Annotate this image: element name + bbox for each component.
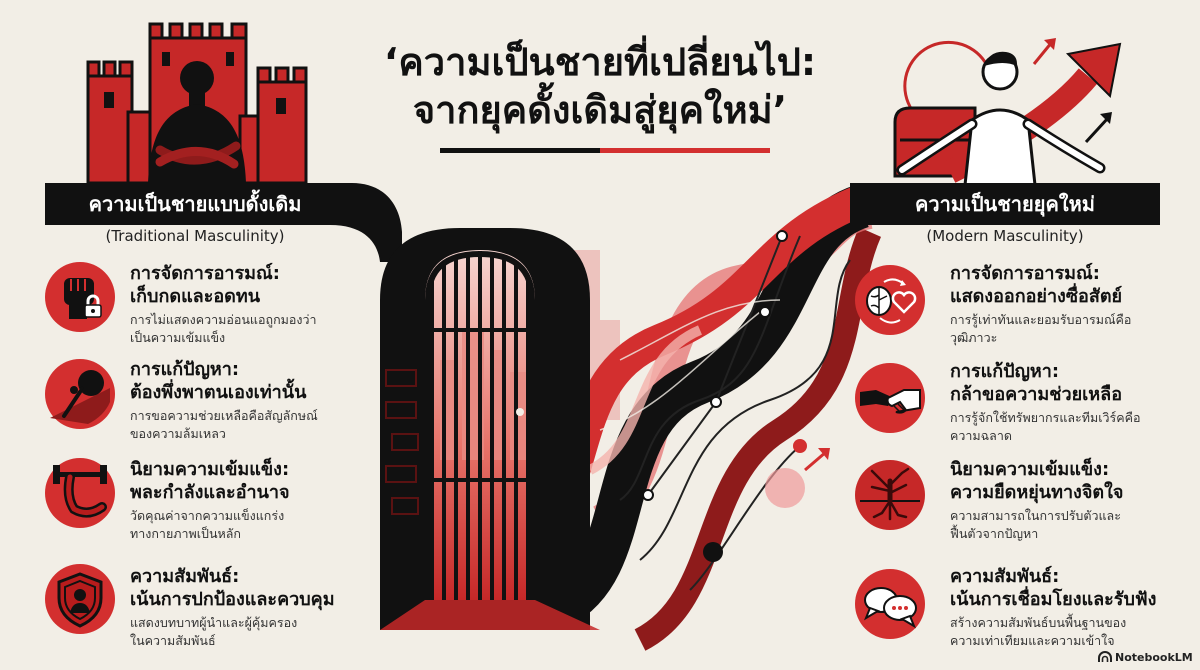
item-description: การขอความช่วยเหลือคือสัญลักษณ์ — [130, 408, 318, 423]
speech-bubbles-icon — [854, 568, 926, 640]
pushing-boulder-icon — [44, 358, 116, 430]
clenched-fist-lock-icon — [44, 261, 116, 333]
item-description: ฟื้นตัวจากปัญหา — [950, 526, 1039, 541]
item-value: เก็บกดและอดทน — [130, 286, 261, 307]
traditional-subheading: (Traditional Masculinity) — [105, 227, 285, 245]
item-label: การจัดการอารมณ์: — [130, 263, 280, 284]
notebooklm-watermark: NotebookLM — [1098, 650, 1193, 666]
item-value: เน้นการเชื่อมโยงและรับฟัง — [950, 589, 1157, 610]
item-description: การรู้จักใช้ทรัพยากรและทีมเวิร์คคือ — [950, 410, 1141, 425]
item-description: ของความล้มเหลว — [130, 426, 226, 441]
item-value: ความยืดหยุ่นทางจิตใจ — [950, 482, 1124, 503]
item-label: ความสัมพันธ์: — [950, 566, 1060, 587]
title-line-1: ‘ความเป็นชายที่เปลี่ยนไป: — [383, 40, 817, 84]
modern-item-problem-solving: การแก้ปัญหา: กล้าขอความช่วยเหลือ การรู้จ… — [950, 360, 1190, 445]
title-underline-black — [440, 148, 600, 153]
castle-man-illustration — [86, 22, 308, 185]
item-description: สร้างความสัมพันธ์บนพื้นฐานของ — [950, 615, 1127, 630]
item-description: แสดงบทบาทผู้นำและผู้คุ้มครอง — [130, 615, 298, 630]
title-underline-red — [600, 148, 770, 153]
open-gate-flowing-ribbons-illustration — [330, 183, 882, 651]
item-label: ความสัมพันธ์: — [130, 566, 240, 587]
modern-item-strength: นิยามความเข้มแข็ง: ความยืดหยุ่นทางจิตใจ … — [950, 458, 1190, 543]
traditional-heading: ความเป็นชายแบบดั้งเดิม — [45, 183, 345, 225]
item-label: นิยามความเข้มแข็ง: — [950, 459, 1110, 480]
title-line-2: จากยุคดั้งเดิมสู่ยุคใหม่’ — [412, 88, 788, 132]
item-label: การแก้ปัญหา: — [950, 361, 1060, 382]
item-description: ความเท่าเทียมและความเข้าใจ — [950, 633, 1115, 648]
watermark-text: NotebookLM — [1115, 651, 1193, 664]
brain-heart-icon — [854, 264, 926, 336]
notebooklm-logo-icon — [1098, 651, 1112, 662]
item-label: การจัดการอารมณ์: — [950, 263, 1100, 284]
item-value: ต้องพึ่งพาตนเองเท่านั้น — [130, 382, 307, 403]
traditional-item-problem-solving: การแก้ปัญหา: ต้องพึ่งพาตนเองเท่านั้น การ… — [130, 358, 370, 443]
page-title: ‘ความเป็นชายที่เปลี่ยนไป: จากยุคดั้งเดิม… — [300, 38, 900, 134]
traditional-item-strength: นิยามความเข้มแข็ง: พละกำลังและอำนาจ วัดค… — [130, 458, 370, 543]
modern-subheading: (Modern Masculinity) — [926, 227, 1084, 245]
tree-roots-icon — [854, 459, 926, 531]
modern-item-relationships: ความสัมพันธ์: เน้นการเชื่อมโยงและรับฟัง … — [950, 565, 1190, 650]
handshake-icon — [854, 362, 926, 434]
item-value: แสดงออกอย่างซื่อสัตย์ — [950, 286, 1123, 307]
item-description: การรู้เท่าทันและยอมรับอารมณ์คือ — [950, 312, 1132, 327]
item-value: เน้นการปกป้องและควบคุม — [130, 589, 335, 610]
item-label: นิยามความเข้มแข็ง: — [130, 459, 290, 480]
item-value: กล้าขอความช่วยเหลือ — [950, 384, 1123, 405]
item-description: เป็นความเข้มแข็ง — [130, 330, 226, 345]
modern-item-emotion: การจัดการอารมณ์: แสดงออกอย่างซื่อสัตย์ ก… — [950, 262, 1190, 347]
item-value: พละกำลังและอำนาจ — [130, 482, 290, 503]
item-description: ความฉลาด — [950, 428, 1012, 443]
traditional-item-emotion: การจัดการอารมณ์: เก็บกดและอดทน การไม่แสด… — [130, 262, 370, 347]
item-description: ในความสัมพันธ์ — [130, 633, 216, 648]
shield-person-icon — [44, 563, 116, 635]
traditional-item-relationships: ความสัมพันธ์: เน้นการปกป้องและควบคุม แสด… — [130, 565, 370, 650]
item-label: การแก้ปัญหา: — [130, 359, 240, 380]
item-description: วัดคุณค่าจากความแข็งแกร่ง — [130, 508, 285, 523]
modern-heading: ความเป็นชายยุคใหม่ — [850, 183, 1160, 225]
item-description: การไม่แสดงความอ่อนแอถูกมองว่า — [130, 312, 317, 327]
flexed-arm-dumbbell-icon — [44, 457, 116, 529]
item-description: ความสามารถในการปรับตัวและ — [950, 508, 1121, 523]
open-arms-man-arrows-illustration — [893, 38, 1122, 187]
item-description: ทางกายภาพเป็นหลัก — [130, 526, 241, 541]
item-description: วุฒิภาวะ — [950, 330, 998, 345]
